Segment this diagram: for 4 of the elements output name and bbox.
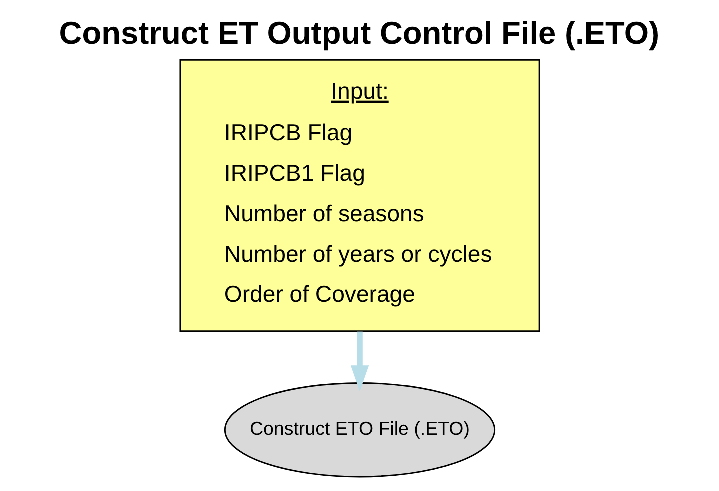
node-box: Input: IRIPCB Flag IRIPCB1 Flag Number of seasons Number of years or cycles Order of Coverage	[179, 59, 540, 332]
node-ellipse: Construct ETO File (.ETO)	[224, 382, 496, 478]
diagram-title: Construct ET Output Control File (.ETO)	[58, 14, 660, 51]
arrow	[350, 332, 369, 392]
